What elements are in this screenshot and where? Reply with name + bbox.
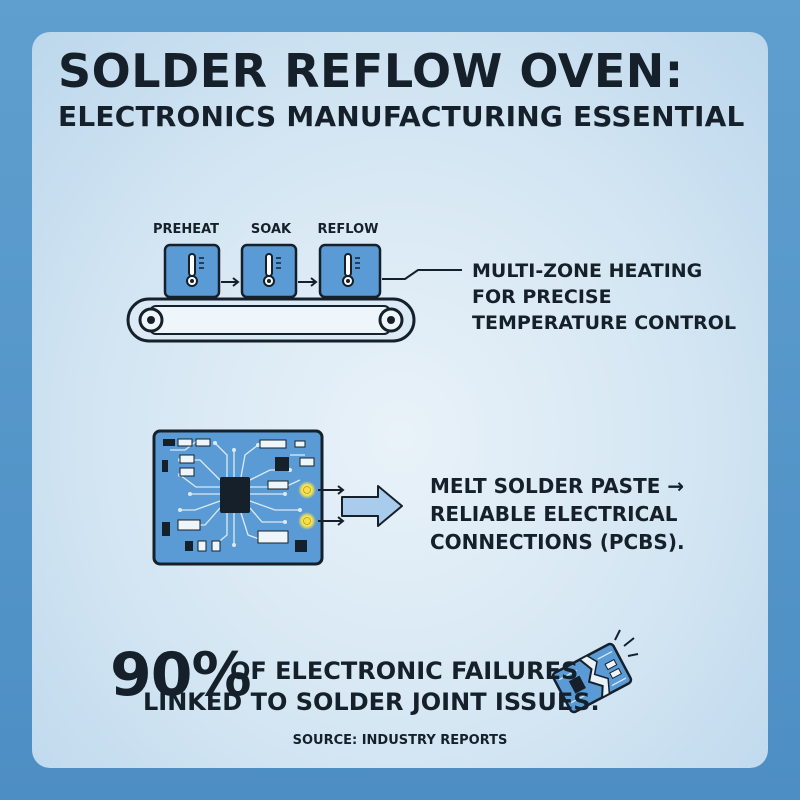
stat-line-1: OF ELECTRONIC FAILURES: [230, 657, 579, 685]
solder-callout: MELT SOLDER PASTE → RELIABLE ELECTRICAL …: [430, 472, 685, 556]
arrow-right-icon: [318, 516, 345, 526]
circuit-board-icon: [152, 429, 324, 566]
page-title: SOLDER REFLOW OVEN:: [58, 44, 684, 98]
solder-callout-line-3: CONNECTIONS (PCBS).: [430, 530, 685, 554]
broken-chip-icon: [551, 642, 633, 714]
source-note: SOURCE: INDUSTRY REPORTS: [292, 733, 508, 748]
arrow-right-icon: [298, 277, 318, 287]
conveyor-belt-icon: [126, 297, 416, 343]
spark-lines: [614, 629, 639, 657]
zone-label-preheat: PREHEAT: [152, 222, 220, 237]
heating-callout-line-1: MULTI-ZONE HEATING: [472, 260, 703, 282]
heating-callout: MULTI-ZONE HEATING FOR PRECISE TEMPERATU…: [472, 258, 736, 336]
page-subtitle: ELECTRONICS MANUFACTURING ESSENTIAL: [58, 100, 745, 133]
thermometer-icon: [263, 253, 281, 287]
solder-callout-line-1: MELT SOLDER PASTE →: [430, 474, 685, 498]
infographic-card: [32, 32, 768, 768]
arrow-right-icon: [318, 485, 345, 495]
arrow-right-icon: [341, 485, 403, 527]
zone-label-reflow: REFLOW: [317, 222, 379, 237]
stat-value: 90%: [110, 640, 252, 710]
zone-label-soak: SOAK: [250, 222, 292, 237]
callout-leader-line: [382, 269, 462, 280]
stat-line-2: LINKED TO SOLDER JOINT ISSUES.: [143, 688, 600, 716]
thermometer-icon: [186, 253, 204, 287]
solder-callout-line-2: RELIABLE ELECTRICAL: [430, 502, 678, 526]
heating-callout-line-3: TEMPERATURE CONTROL: [472, 312, 737, 334]
thermometer-icon: [342, 253, 360, 287]
heating-callout-line-2: FOR PRECISE: [472, 286, 612, 308]
arrow-right-icon: [221, 277, 240, 287]
